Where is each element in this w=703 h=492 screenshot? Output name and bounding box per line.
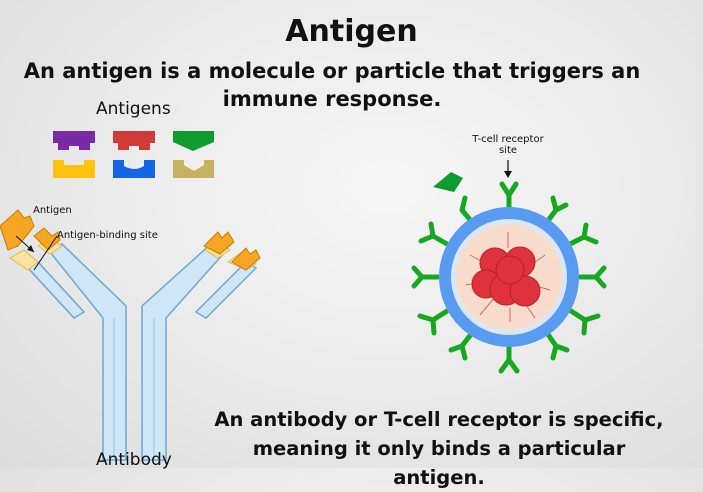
receptor-right-upper [567, 222, 599, 247]
subtitle: An antigen is a molecule or particle tha… [23, 59, 641, 111]
antigen-blue [113, 160, 155, 178]
receptor-right-lower [568, 308, 601, 336]
bound-antigen-right-2 [231, 247, 261, 271]
binding-site-pointer-line [33, 235, 58, 271]
antigens-label: Antigens [96, 99, 171, 119]
antibody-label: Antibody [96, 450, 172, 470]
receptor-left-lower [417, 308, 450, 336]
antigen-red [113, 131, 155, 150]
receptor-top-right [544, 195, 569, 225]
bound-antigen-left [0, 209, 35, 251]
antibody [0, 209, 261, 461]
t-cell-chromatin [471, 246, 541, 307]
receptor-left [411, 265, 441, 289]
diagram-canvas [0, 131, 607, 461]
t-cell [411, 160, 607, 374]
receptor-right [577, 265, 607, 289]
receptor-bottom-left [448, 330, 475, 361]
antigen-purple [53, 131, 95, 150]
receptor-left-upper [418, 221, 450, 247]
antigen-yellow [53, 160, 95, 178]
receptor-bottom [498, 341, 520, 374]
antigen-pointer-arrowhead [27, 245, 34, 252]
tcell-arrowhead [504, 171, 512, 178]
t-cell-bound-antigen [433, 172, 463, 192]
binding-site-left-outer [9, 249, 39, 271]
antigen-khaki [173, 160, 214, 178]
receptor-top-left [459, 195, 475, 225]
receptor-bottom-right [544, 330, 570, 361]
bound-antigen-right [203, 231, 235, 255]
antigen-label: Antigen [33, 205, 72, 216]
specificity-statement: An antibody or T-cell receptor is specif… [214, 408, 664, 489]
receptor-top [499, 181, 519, 213]
antibody-stem-left [48, 243, 127, 461]
binding-site-label: Antigen-binding site [57, 230, 158, 241]
tcell-receptor-label: T-cell receptor site [472, 134, 544, 156]
antigen-green [173, 131, 214, 151]
page-title: Antigen [285, 14, 418, 49]
antigen-shapes [53, 131, 214, 178]
